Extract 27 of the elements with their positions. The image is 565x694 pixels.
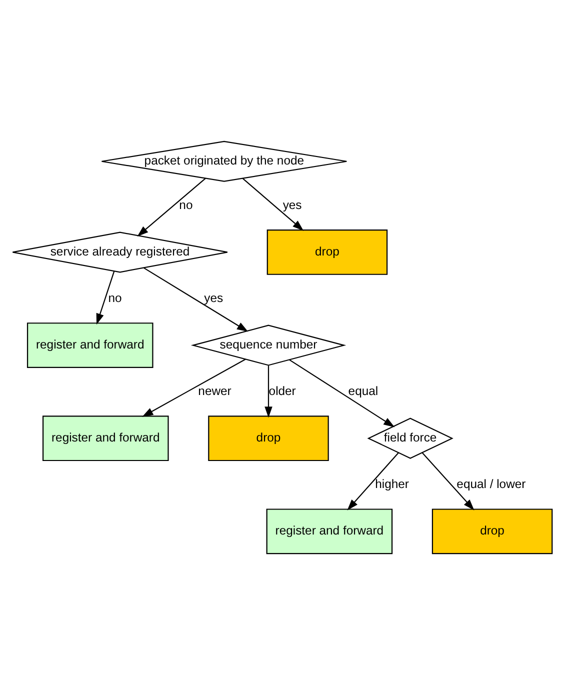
edge-label: newer	[198, 383, 232, 398]
node-diamond: service already registered	[12, 231, 228, 272]
node-box: register and forward	[266, 508, 393, 554]
arrow	[142, 358, 246, 416]
arrow	[347, 452, 399, 510]
edge-label: higher	[375, 476, 409, 490]
edge-label: equal	[348, 383, 378, 398]
edge-label: no	[108, 290, 122, 304]
arrow	[289, 358, 395, 427]
node-box: register and forward	[26, 322, 154, 368]
arrow	[264, 365, 272, 418]
edge-label: yes	[204, 290, 224, 304]
node-box: drop	[432, 508, 553, 554]
edge-label: older	[268, 383, 296, 398]
node-box: drop	[208, 415, 329, 461]
node-box: register and forward	[42, 415, 169, 461]
node-diamond: packet originated by the node	[101, 140, 348, 182]
edge-label: yes	[282, 197, 302, 212]
node-diamond: sequence number	[190, 324, 346, 366]
arrow	[422, 452, 474, 510]
arrow	[137, 177, 206, 236]
arrow	[96, 270, 115, 324]
arrow	[144, 266, 248, 332]
arrow	[242, 177, 304, 230]
edge-label: no	[179, 197, 193, 212]
node-box: drop	[266, 229, 388, 274]
edge-label: equal / lower	[456, 476, 526, 490]
